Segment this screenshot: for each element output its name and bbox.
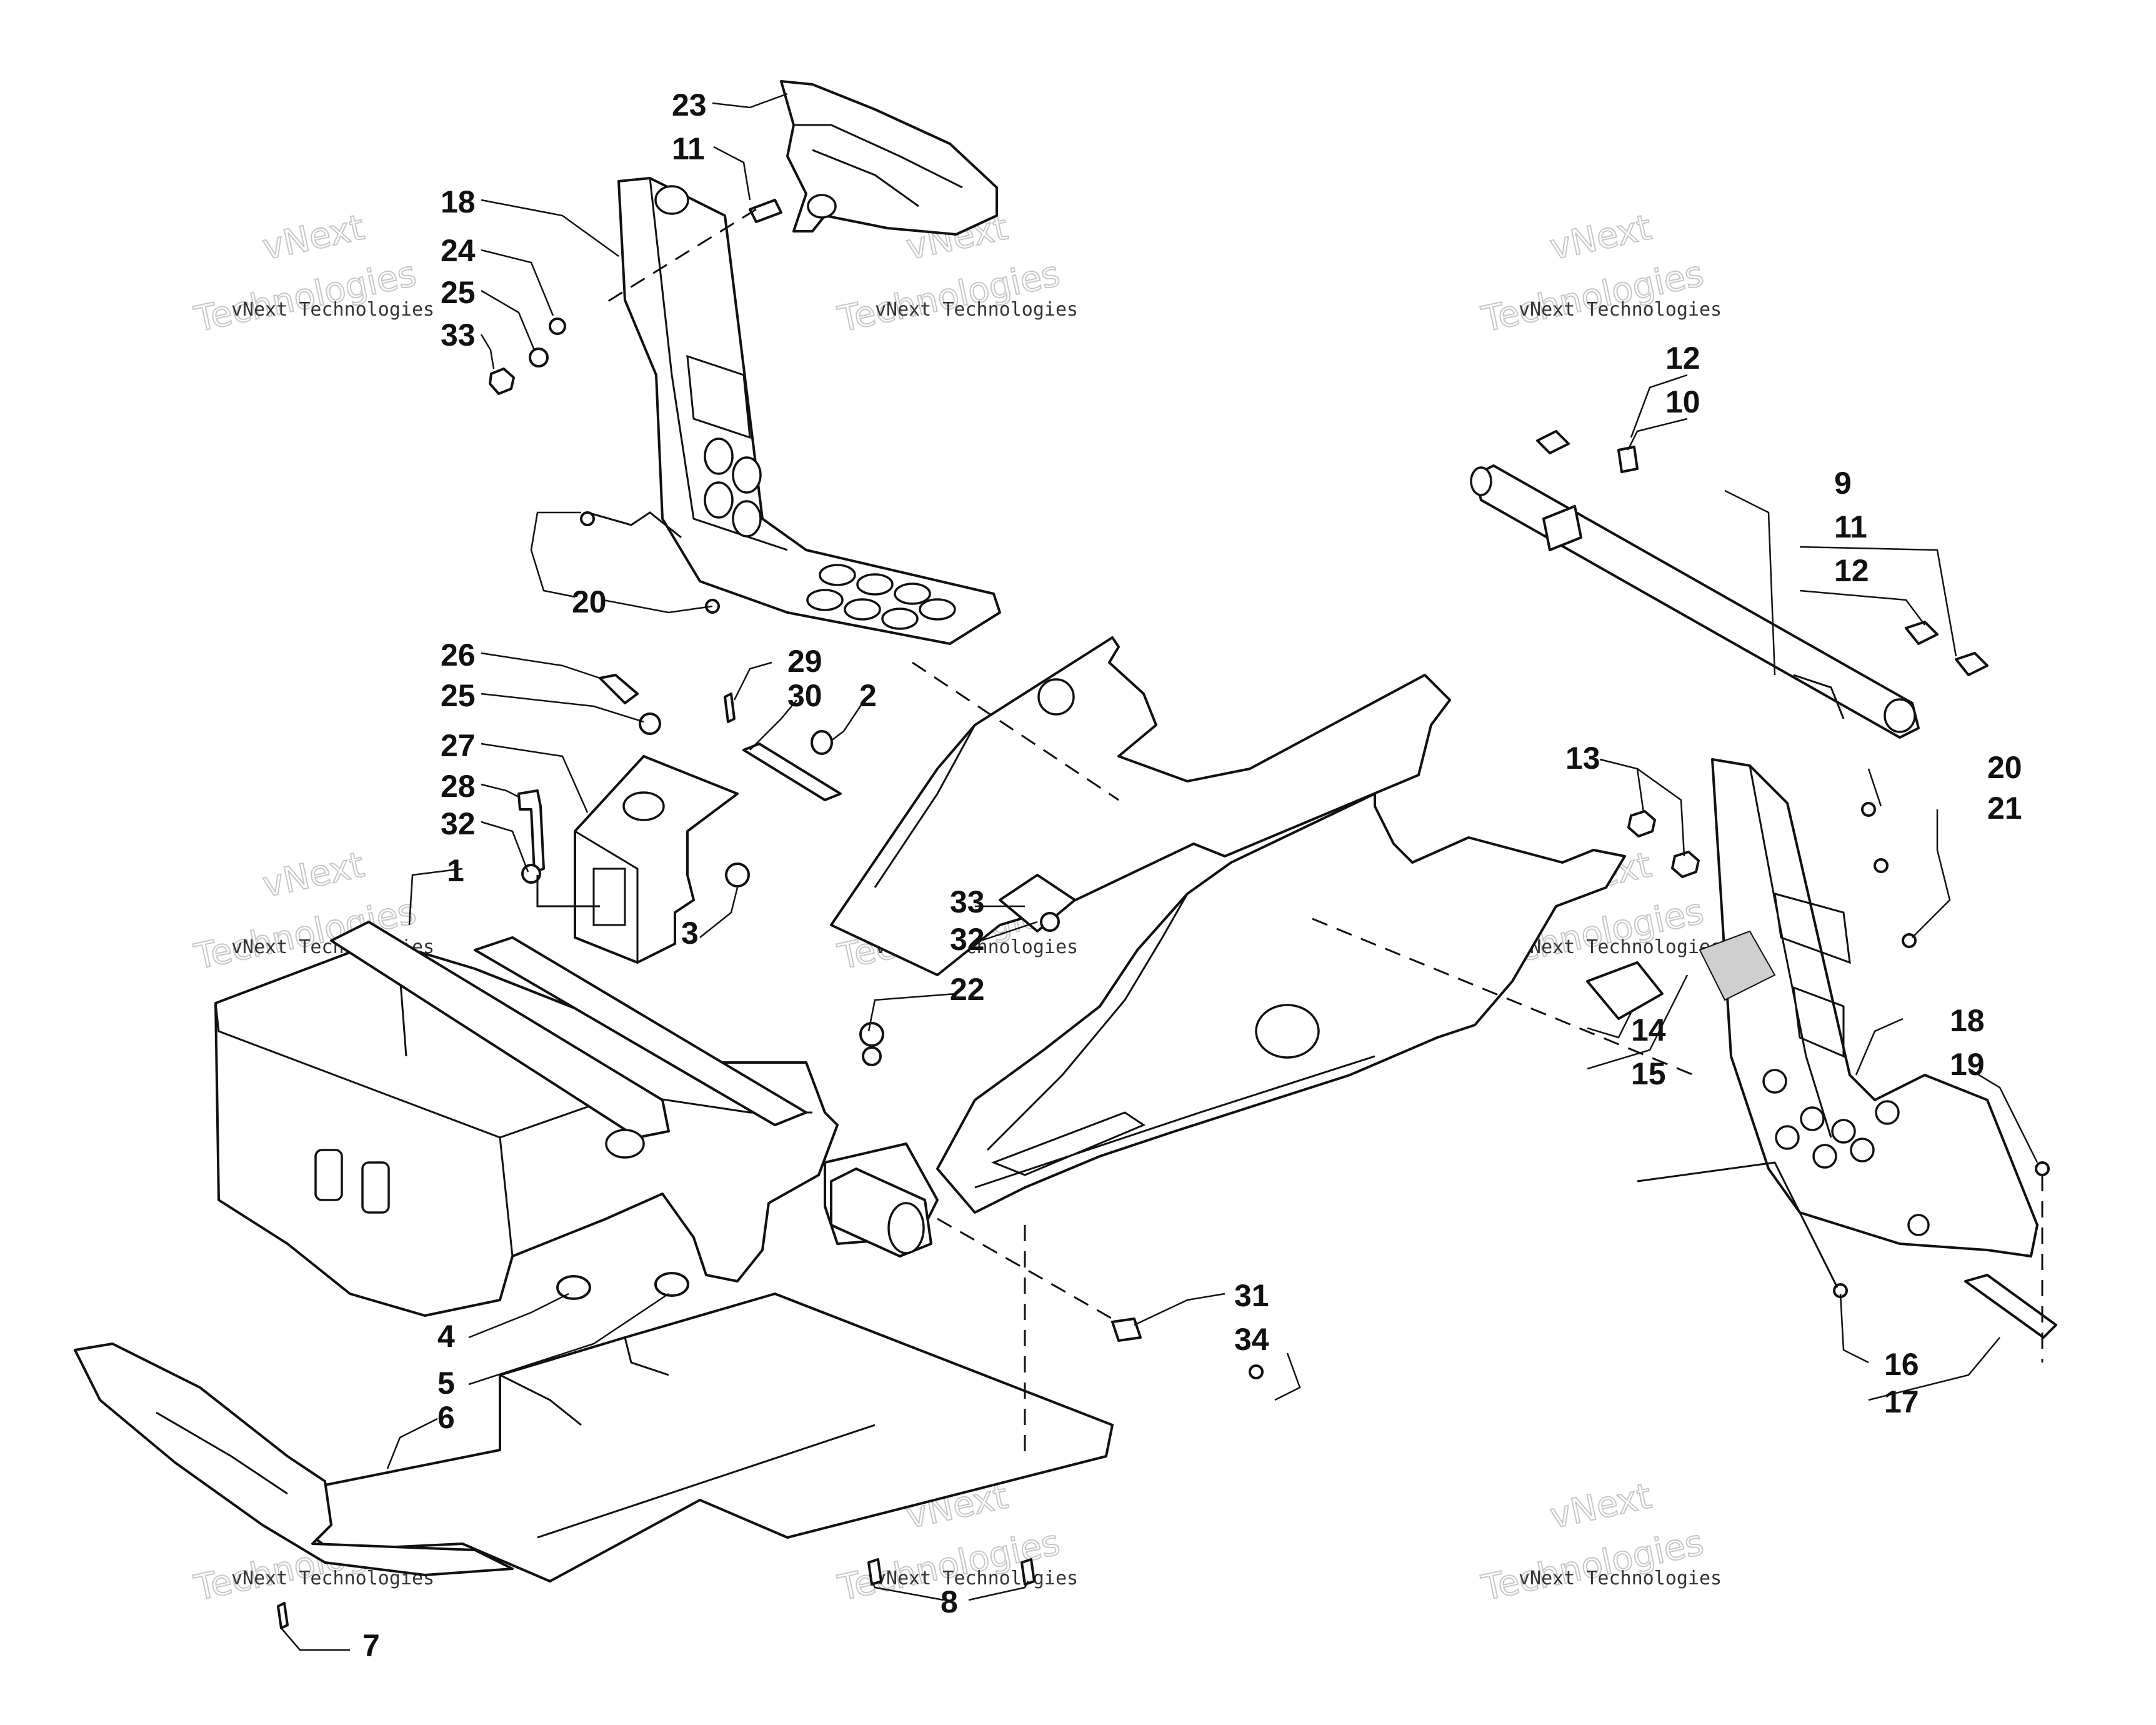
callout-18b: 18 [1950, 1003, 1985, 1038]
callout-21: 21 [1987, 791, 2022, 826]
watermark-big: Technologies [834, 254, 1063, 341]
callout-13: 13 [1565, 741, 1600, 776]
callout-17: 17 [1884, 1384, 1919, 1419]
part-27-bracket [574, 755, 739, 964]
watermark-small: vNext Technologies [231, 299, 434, 321]
callout-27: 27 [441, 728, 476, 763]
callout-8: 8 [941, 1584, 958, 1619]
callout-3: 3 [681, 916, 699, 951]
callout-32b: 32 [950, 922, 985, 957]
leader-lines [281, 92, 2039, 1651]
watermark-big: Technologies [191, 254, 419, 341]
watermark-brand: vNext [259, 844, 368, 906]
watermark-small: vNext Technologies [875, 299, 1078, 321]
callout-25b: 25 [441, 678, 476, 713]
callout-31: 31 [1234, 1278, 1269, 1313]
watermark-brand: vNext [1547, 1476, 1655, 1537]
callout-9: 9 [1834, 466, 1852, 501]
front-skid [74, 1342, 514, 1576]
part-18-steering-post-right [1699, 758, 2039, 1258]
watermark-big: Technologies [1478, 1522, 1707, 1609]
assembly-lines [536, 208, 2044, 1456]
callout-11: 11 [672, 131, 705, 166]
part-6-skid-plate [286, 1292, 1114, 1582]
callout-6: 6 [437, 1400, 455, 1435]
watermark-brand: vNext [259, 207, 368, 268]
fasteners [277, 199, 2050, 1629]
part-14-bracket [1586, 961, 1664, 1020]
callout-labels: 23 11 18 24 25 33 20 26 25 27 28 32 1 29… [362, 88, 2022, 1663]
callout-22: 22 [950, 972, 985, 1007]
callout-12: 12 [1665, 341, 1700, 376]
callout-26: 26 [441, 638, 476, 672]
callout-34: 34 [1234, 1322, 1269, 1357]
callout-12b: 12 [1834, 553, 1869, 588]
callout-1: 1 [447, 853, 464, 888]
callout-24: 24 [441, 233, 476, 268]
callout-4: 4 [437, 1319, 455, 1354]
callout-33: 33 [441, 318, 476, 352]
watermark-small: vNext Technologies [1519, 936, 1722, 958]
callout-23: 23 [672, 88, 707, 122]
cylinder-tube [830, 1168, 932, 1258]
watermark-small: vNext Technologies [1519, 299, 1722, 321]
callout-20: 20 [572, 584, 607, 619]
part-17-plate [1964, 1274, 2057, 1339]
part-9-steering-shaft [1470, 464, 1920, 739]
callout-33b: 33 [950, 884, 985, 919]
callout-7: 7 [362, 1628, 380, 1663]
part-18-steering-post-left [617, 177, 1001, 645]
watermark-big: Technologies [1478, 254, 1707, 341]
callout-20b: 20 [1987, 750, 2022, 785]
callout-18: 18 [441, 184, 476, 219]
callout-14: 14 [1631, 1012, 1666, 1048]
callout-15: 15 [1631, 1056, 1666, 1091]
callout-28: 28 [441, 769, 476, 804]
callout-2: 2 [859, 678, 877, 713]
callout-11b: 11 [1834, 509, 1867, 544]
callout-5: 5 [437, 1366, 455, 1401]
callout-19: 19 [1950, 1047, 1985, 1082]
watermark-small: vNext Technologies [1519, 1568, 1722, 1589]
chassis-side-panel-rear [830, 636, 1451, 976]
callout-30: 30 [787, 678, 822, 713]
chassis-side-panel-front [936, 792, 1626, 1214]
callout-25: 25 [441, 275, 476, 310]
callout-16: 16 [1884, 1347, 1919, 1382]
callout-29: 29 [787, 644, 822, 679]
callout-10: 10 [1665, 384, 1700, 419]
watermark-brand: vNext [1547, 207, 1655, 268]
part-23-upper-cover [780, 80, 998, 236]
watermark-small: vNext Technologies [875, 1568, 1078, 1589]
callout-32: 32 [441, 806, 476, 841]
part-1-chassis-tunnel-front [214, 921, 939, 1317]
